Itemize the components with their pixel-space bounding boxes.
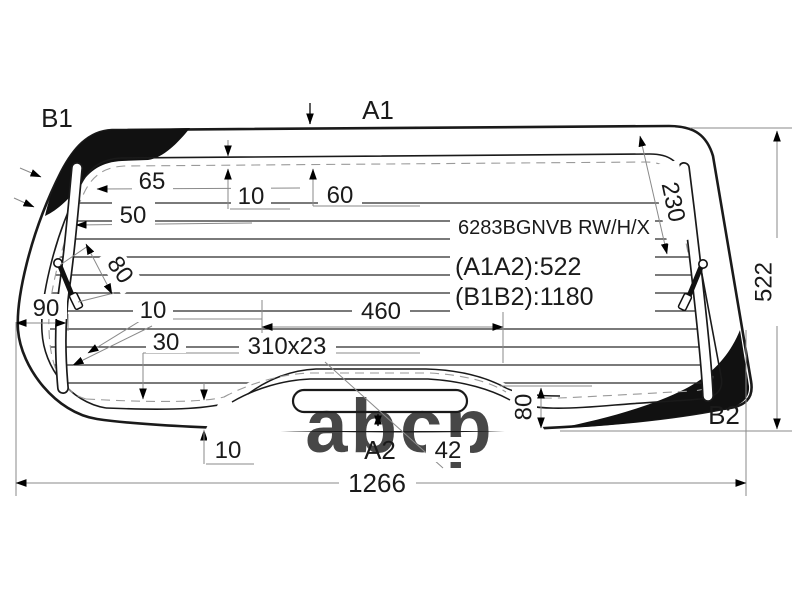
dim-bottom-right-height-label: 80 [511, 394, 538, 421]
label-bg [752, 242, 778, 324]
point-label-b2: B2 [708, 400, 740, 430]
dim-left-diagonal [59, 243, 115, 303]
label-bg [112, 201, 155, 226]
label-bg [231, 182, 271, 206]
handle-bump [205, 368, 561, 431]
dim-a1a2-label: (A1A2):522 [455, 253, 581, 281]
label-bg [132, 167, 173, 192]
label-bg [96, 244, 144, 296]
wiper-pivot [52, 257, 63, 268]
label-bg [318, 181, 362, 205]
dim-right-diagonal-line [638, 135, 669, 255]
dim-bottom-right-height [500, 385, 592, 429]
dim-a2-offset-label: 42 [435, 437, 462, 464]
label-bg [146, 330, 186, 353]
dim-bottom-gap-label: 30 [153, 329, 180, 356]
right-wiper [677, 258, 708, 312]
left-bus-bar [54, 162, 83, 394]
dim-top-band [309, 168, 420, 207]
dim-top-edge-offset-label: 10 [238, 183, 265, 210]
dim-left-width-label: 90 [33, 295, 60, 322]
trim-dashed-line [48, 161, 714, 400]
dim-left-2-label: 50 [120, 202, 147, 229]
dim-slot-leader [324, 361, 444, 469]
wiper-pivot [697, 258, 708, 269]
point-label-a2: A2 [364, 435, 396, 465]
right-bus-bar [678, 162, 714, 402]
ceramic-band-top-left [45, 128, 190, 216]
dim-top-band-label: 60 [327, 182, 354, 209]
dim-overall-width-label: 1266 [348, 468, 406, 498]
dim-left-2-leader [75, 221, 253, 229]
dim-mid-line-gap [72, 318, 262, 366]
point-label-b1: B1 [41, 103, 73, 133]
dim-b1b2-label: (B1B2):1180 [455, 283, 594, 311]
point-label-a1: A1 [362, 95, 394, 125]
label-bg [426, 437, 470, 462]
label-bg [239, 333, 336, 358]
label-bg [650, 159, 696, 245]
dim-center-span-label: 460 [361, 298, 401, 325]
dim-mid-line-gap-label: 10 [140, 297, 167, 324]
dim-slot-size-label: 310x23 [248, 333, 327, 360]
dim-left-1-label: 65 [139, 168, 166, 195]
b1-edge-leaders [13, 167, 42, 208]
label-bg [207, 437, 249, 462]
inner-edge-line [40, 153, 723, 409]
label-bg [352, 298, 410, 323]
dim-bottom-edge-gap-label: 10 [215, 437, 242, 464]
dim-overall-height [560, 127, 792, 432]
label-bg [133, 298, 173, 322]
part-code-label: 6283BGNVB RW/H/X [458, 217, 650, 239]
dim-overall-height-label: 522 [751, 262, 778, 302]
part-info-bg [450, 208, 655, 312]
dim-left-width [15, 314, 69, 331]
label-bg [26, 294, 67, 319]
label-bg [339, 469, 416, 495]
ceramic-band-bottom-right [560, 330, 750, 428]
wiper-blade [677, 292, 693, 312]
dim-bottom-edge-gap [200, 383, 254, 465]
label-bg [512, 388, 537, 428]
wiper-blade [68, 291, 84, 311]
